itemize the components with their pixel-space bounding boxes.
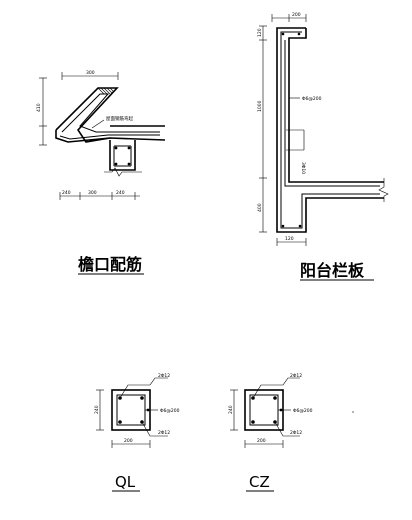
balcony-dim-top: 200 (292, 12, 301, 18)
ql-code: QL (115, 473, 136, 491)
ql-rebar-bottom: 2Φ12 (158, 430, 170, 436)
eaves-dim-bottom-right: 240 (116, 190, 125, 196)
balcony-title: 阳台栏板 (300, 261, 365, 280)
balcony-rebar-label-2: 3Φ10 (300, 162, 306, 174)
balcony-dim-lower: 400 (257, 203, 263, 212)
eaves-note: 屋面钢筋弯起 (106, 115, 133, 122)
ql-outline (111, 389, 151, 431)
cz-bar (273, 396, 277, 400)
eaves-dim-top: 300 (86, 70, 95, 76)
ql-stirrup: Φ6@200 (160, 408, 180, 414)
eaves-dim-left: 410 (36, 103, 42, 112)
cz-section: 2Φ12 Φ6@200 2Φ12 240 200 CZ (228, 373, 313, 492)
eaves-dim-bottom-left: 240 (62, 190, 71, 196)
cz-bar (251, 420, 255, 424)
balcony-dim-bottom: 120 (285, 236, 294, 242)
cz-width: 200 (257, 438, 266, 444)
ql-section: 2Φ12 Φ6@200 2Φ12 240 200 QL (94, 373, 180, 492)
ql-bar (140, 396, 144, 400)
balcony-outline (276, 27, 384, 233)
cz-rebar-top: 2Φ12 (290, 373, 302, 379)
cz-code: CZ (249, 473, 270, 491)
eaves-hatch (97, 87, 115, 95)
balcony-rebar-label-1: Φ6@200 (302, 96, 322, 102)
ql-width: 200 (124, 438, 133, 444)
balcony-dim-mid: 1000 (257, 100, 263, 112)
eaves-outline (55, 87, 119, 143)
eaves-title: 檐口配筋 (78, 255, 142, 274)
ql-rebar-top: 2Φ12 (158, 373, 170, 379)
ql-bar (118, 420, 122, 424)
balcony-rebar (280, 31, 380, 229)
balcony-detail: 200 120 1000 400 Φ6@200 3Φ10 120 (257, 12, 389, 281)
eaves-rebar (61, 93, 160, 133)
ql-height: 240 (94, 405, 100, 414)
eaves-beam (109, 140, 136, 171)
cz-height: 240 (228, 405, 234, 414)
balcony-dim-upper: 120 (257, 28, 263, 37)
cz-stirrup: Φ6@200 (293, 408, 313, 414)
cz-outline (244, 389, 284, 431)
eaves-detail: 300 410 屋面钢筋弯起 (36, 70, 166, 275)
eaves-dim-bottom-mid: 300 (88, 190, 97, 196)
cz-rebar-bottom: 2Φ12 (290, 430, 302, 436)
